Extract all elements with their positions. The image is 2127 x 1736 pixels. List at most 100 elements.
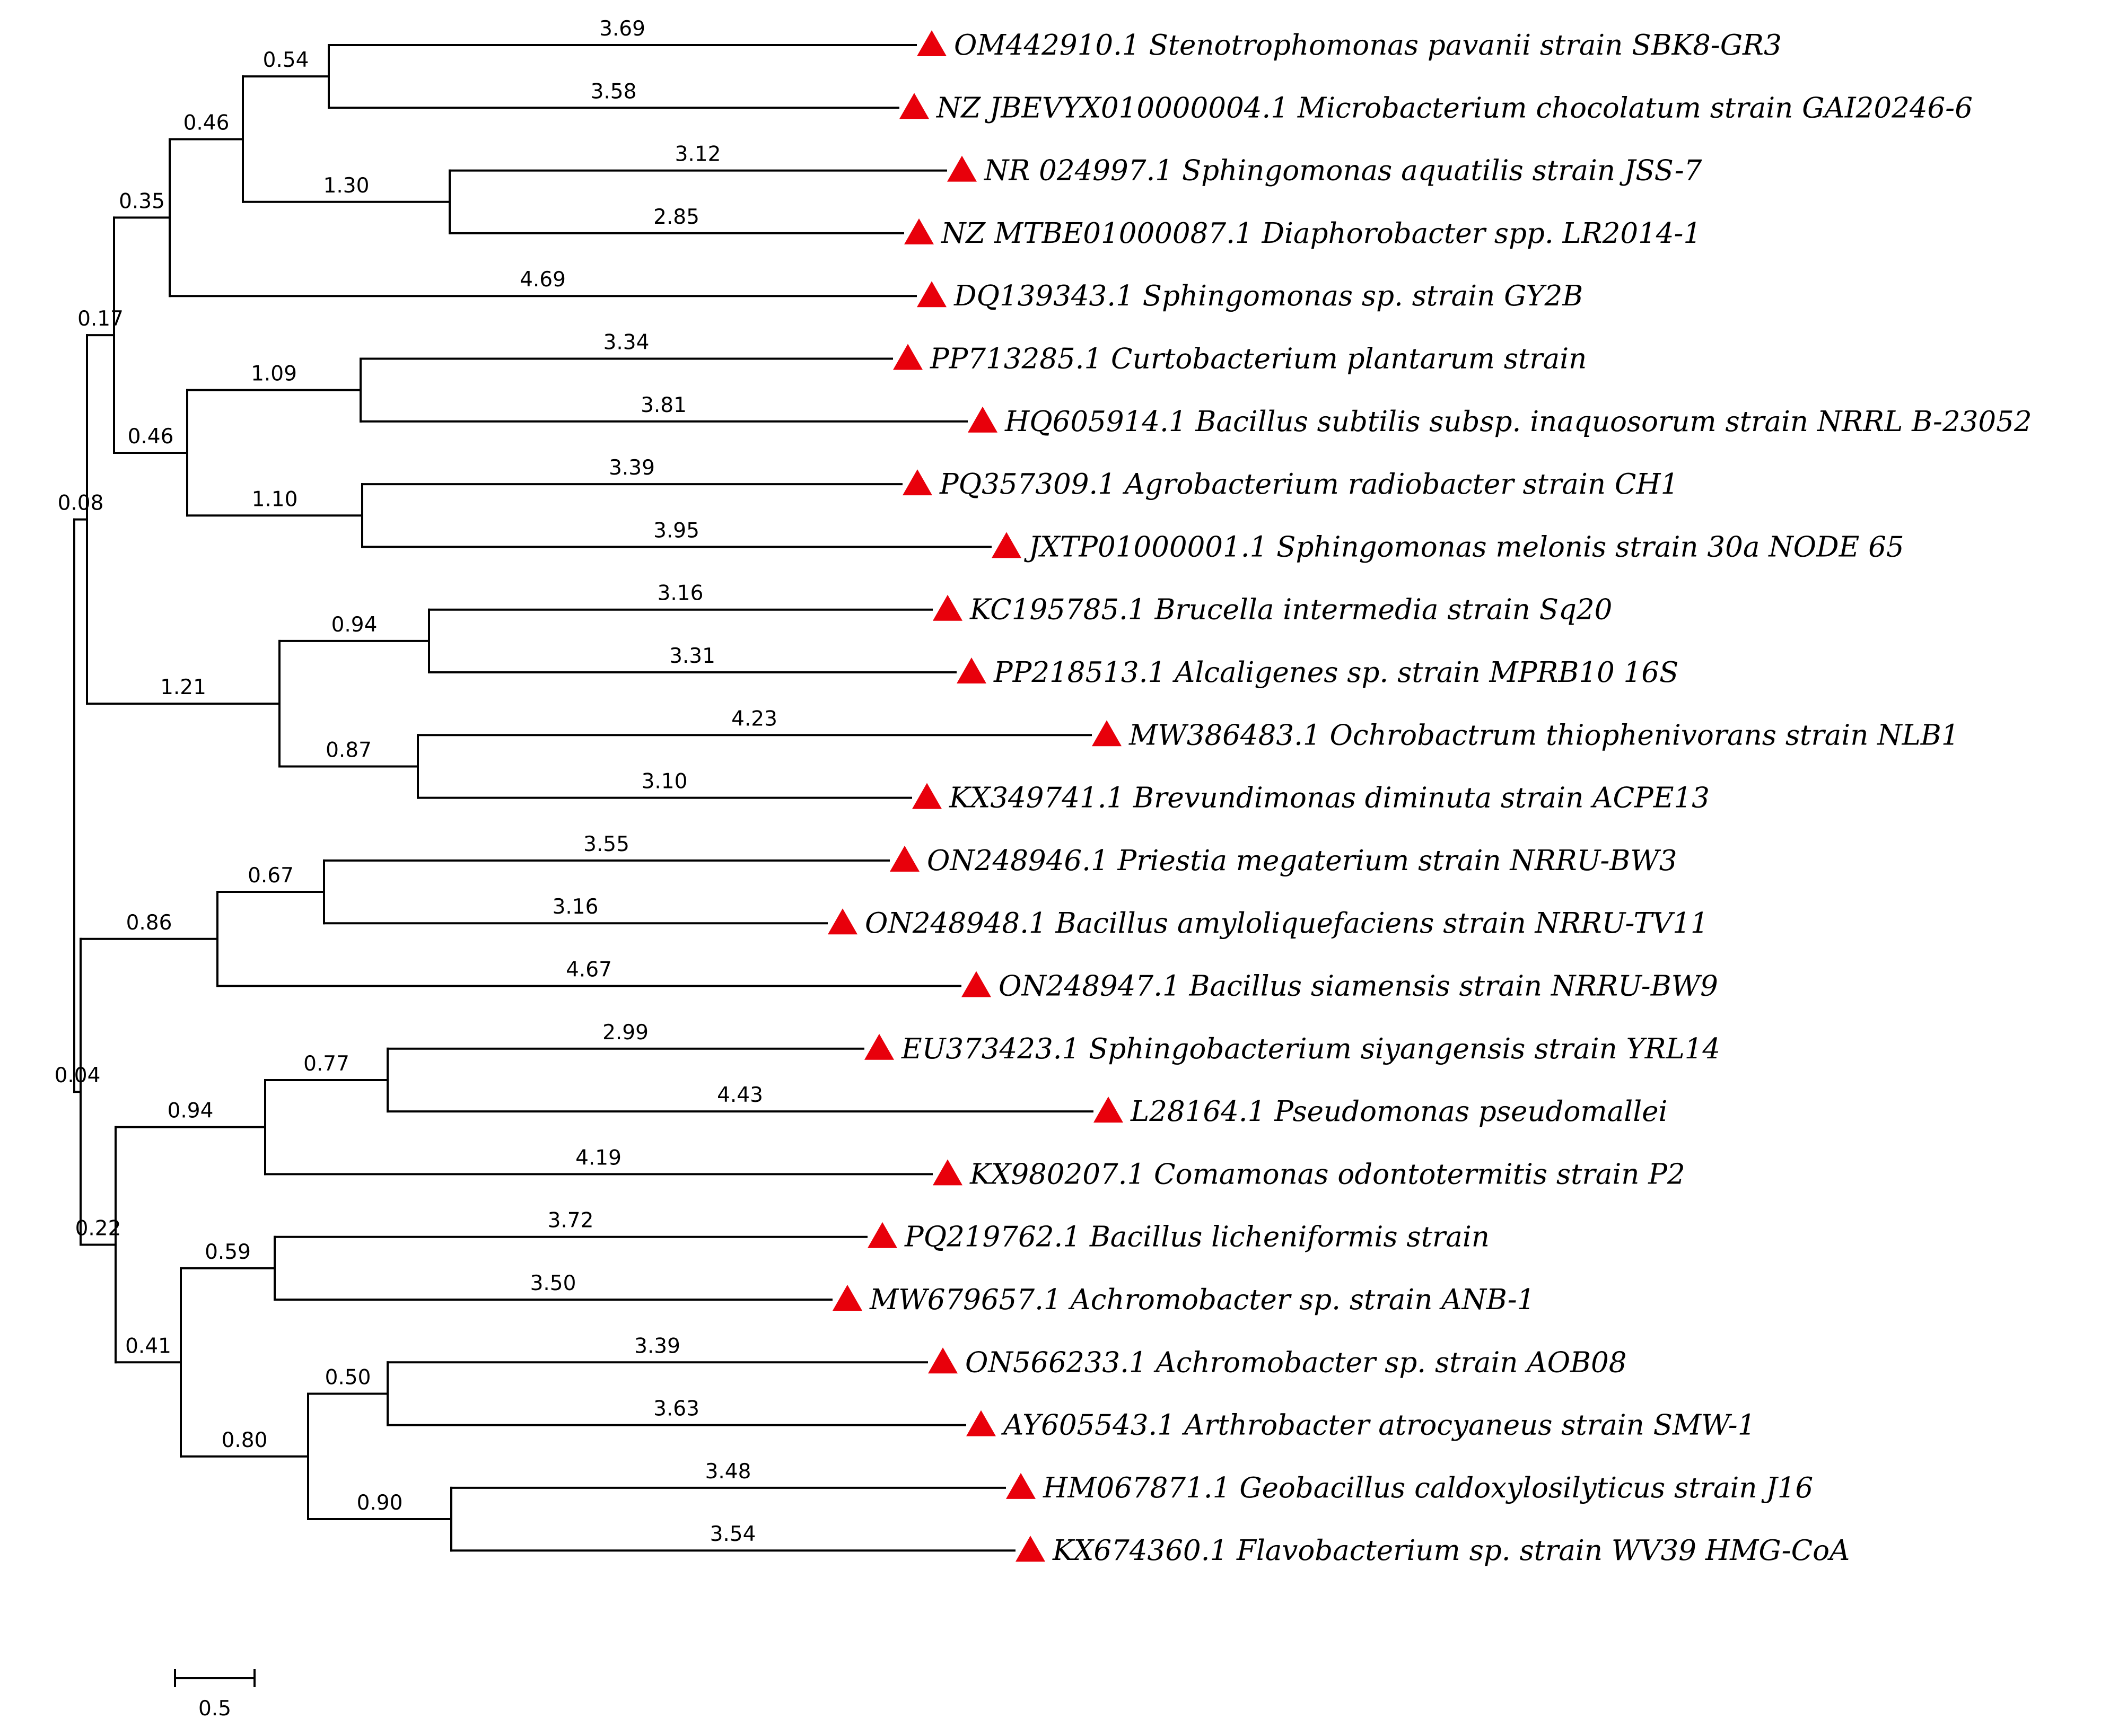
branch-length-label: 4.23 — [731, 707, 777, 731]
branch-length-label: 1.30 — [323, 174, 370, 198]
branch-length-label: 4.67 — [566, 958, 612, 982]
red-triangle-icon — [917, 30, 947, 56]
taxon-label: ON566233.1 Achromobacter sp. strain AOB0… — [965, 1346, 1626, 1379]
branch-length-label: 3.10 — [642, 770, 688, 794]
taxon-label: OM442910.1 Stenotrophomonas pavanii stra… — [954, 29, 1782, 62]
taxon-label: MW679657.1 Achromobacter sp. strain ANB-… — [869, 1284, 1535, 1316]
branch-length-label: 3.16 — [553, 895, 599, 919]
branch-length-label: 2.85 — [653, 205, 699, 229]
branch-length-label: 0.35 — [119, 189, 165, 213]
red-triangle-icon — [1006, 1472, 1036, 1499]
red-triangle-icon — [957, 657, 986, 683]
branch-length-label: 0.46 — [183, 111, 230, 135]
red-triangle-icon — [890, 845, 920, 872]
red-triangle-icon — [903, 469, 932, 496]
branch-length-label: 3.81 — [641, 393, 687, 417]
red-triangle-icon — [1092, 720, 1122, 747]
taxon-label: PP218513.1 Alcaligenes sp. strain MPRB10… — [993, 656, 1678, 689]
taxon-label: AY605543.1 Arthrobacter atrocyaneus stra… — [1001, 1409, 1755, 1442]
red-triangle-icon — [864, 1033, 894, 1060]
branch-length-label: 1.09 — [251, 362, 297, 386]
scale-bar: 0.5 — [174, 1669, 256, 1721]
taxon-label: MW386483.1 Ochrobactrum thiophenivorans … — [1128, 719, 1959, 751]
branch-length-label: 3.95 — [653, 519, 699, 542]
branch-length-label: 3.54 — [710, 1522, 756, 1546]
branch-length-label: 3.34 — [603, 331, 650, 355]
branch-length-label: 1.10 — [252, 487, 298, 511]
taxon-label: HQ605914.1 Bacillus subtilis subsp. inaq… — [1004, 406, 2032, 438]
branch-length-label: 3.39 — [609, 456, 655, 480]
branch-length-label: 2.99 — [602, 1021, 649, 1045]
branch-length-label: 3.50 — [530, 1272, 576, 1295]
red-triangle-icon — [1016, 1536, 1045, 1562]
red-triangle-icon — [833, 1285, 862, 1311]
branch-length-label: 0.46 — [128, 425, 174, 449]
branch-length-label: 0.17 — [77, 307, 124, 331]
red-triangle-icon — [904, 218, 934, 244]
taxon-label: PP713285.1 Curtobacterium plantarum stra… — [930, 343, 1587, 375]
taxon-label: KC195785.1 Brucella intermedia strain Sq… — [969, 594, 1612, 626]
branch-length-label: 4.43 — [717, 1083, 763, 1107]
taxon-label: ON248948.1 Bacillus amyloliquefaciens st… — [865, 907, 1709, 940]
branch-length-label: 4.69 — [520, 268, 566, 292]
branch-length-label: 0.54 — [263, 48, 309, 72]
taxon-label: KX349741.1 Brevundimonas diminuta strain… — [949, 782, 1710, 814]
branch-length-label: 1.21 — [160, 676, 206, 699]
red-triangle-icon — [868, 1222, 897, 1248]
red-triangle-icon — [899, 93, 929, 119]
branch-length-label: 4.19 — [575, 1146, 622, 1170]
red-triangle-icon — [917, 281, 947, 308]
red-triangle-icon — [966, 1410, 996, 1436]
branch-length-label: 3.72 — [548, 1209, 594, 1233]
red-triangle-icon — [961, 971, 991, 997]
red-triangle-icon — [893, 344, 923, 370]
branch-length-label: 3.69 — [599, 17, 645, 41]
branch-length-label: 0.22 — [75, 1216, 121, 1240]
taxon-label: NZ JBEVYX010000004.1 Microbacterium choc… — [935, 92, 1973, 124]
branch-length-label: 3.16 — [658, 582, 704, 606]
branch-length-label: 3.48 — [705, 1460, 751, 1484]
branch-length-label: 0.94 — [168, 1099, 214, 1123]
branch-length-label: 0.87 — [326, 738, 372, 762]
taxon-label: PQ219762.1 Bacillus licheniformis strain — [904, 1221, 1490, 1253]
branch-length-label: 3.55 — [583, 832, 629, 856]
red-triangle-icon — [992, 532, 1021, 558]
branch-length-label: 0.80 — [222, 1428, 268, 1452]
branch-length-labels: 0.08 0.17 0.35 0.46 0.54 3.69 3.58 1.30 3.12 2.85… — [55, 17, 777, 1546]
taxon-label: DQ139343.1 Sphingomonas sp. strain GY2B — [953, 280, 1583, 312]
branch-length-label: 3.31 — [669, 644, 715, 668]
branch-length-label: 0.86 — [126, 911, 172, 935]
red-triangle-icon — [947, 155, 977, 182]
branch-length-label: 0.41 — [125, 1334, 171, 1358]
branch-length-label: 3.39 — [634, 1334, 680, 1358]
branch-length-label: 0.59 — [205, 1240, 251, 1264]
taxon-label: KX980207.1 Comamonas odontotermitis stra… — [969, 1158, 1685, 1190]
branch-length-label: 3.63 — [653, 1397, 699, 1421]
taxon-label: KX674360.1 Flavobacterium sp. strain WV3… — [1052, 1535, 1850, 1567]
red-triangle-icon — [968, 406, 997, 433]
branch-length-label: 0.94 — [331, 613, 378, 637]
branch-length-label: 3.12 — [675, 143, 721, 166]
red-triangle-icon — [933, 1159, 962, 1186]
branch-length-label: 0.77 — [303, 1052, 349, 1076]
branch-length-label: 0.04 — [55, 1064, 101, 1088]
scale-bar-label: 0.5 — [198, 1697, 231, 1721]
taxon-label: HM067871.1 Geobacillus caldoxylosilyticu… — [1043, 1472, 1813, 1504]
taxon-label: ON248946.1 Priestia megaterium strain NR… — [927, 845, 1677, 877]
taxon-label: ON248947.1 Bacillus siamensis strain NRR… — [999, 970, 1718, 1003]
taxon-label: L28164.1 Pseudomonas pseudomallei — [1130, 1095, 1667, 1128]
branch-length-label: 3.58 — [591, 80, 637, 103]
branch-length-label: 0.67 — [248, 864, 294, 888]
tree-branches — [73, 44, 1093, 1552]
branch-length-label: 0.90 — [357, 1491, 403, 1515]
taxon-label: JXTP01000001.1 Sphingomonas melonis stra… — [1024, 531, 1904, 563]
red-triangle-icon — [912, 783, 942, 809]
red-triangle-icon — [933, 594, 962, 621]
taxon-label: NZ MTBE01000087.1 Diaphorobacter spp. LR… — [940, 217, 1701, 250]
red-triangle-icon — [1093, 1097, 1123, 1123]
branch-length-label: 0.08 — [58, 492, 104, 515]
branch-length-label: 0.50 — [325, 1365, 371, 1389]
taxon-label: PQ357309.1 Agrobacterium radiobacter str… — [939, 468, 1678, 501]
red-triangle-icon — [828, 908, 857, 935]
